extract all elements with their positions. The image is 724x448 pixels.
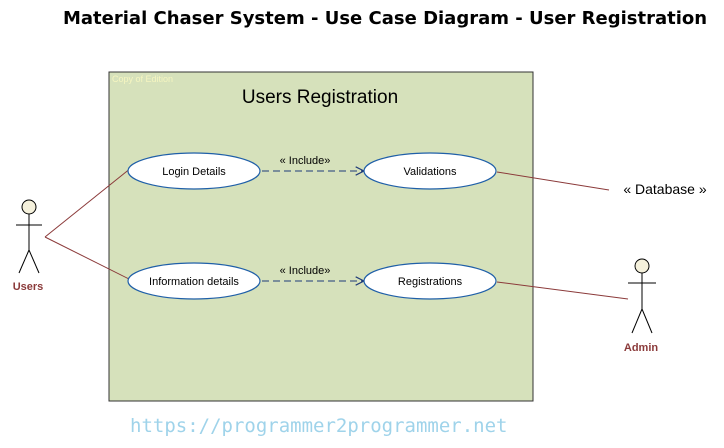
use-case-label: Login Details <box>162 166 226 178</box>
association-registrations-admin <box>496 281 629 300</box>
stick-figure-icon <box>628 258 656 334</box>
actor-users[interactable]: Users <box>13 199 44 293</box>
include-label-2: « Include» <box>280 265 331 277</box>
footer-url[interactable]: https://programmer2programmer.net <box>130 415 508 437</box>
system-boundary <box>108 71 534 402</box>
include-label-1: « Include» <box>280 155 331 167</box>
association-validations-database <box>496 171 610 191</box>
actor-label-users: Users <box>13 281 44 293</box>
association-users-login <box>44 167 132 238</box>
actor-admin[interactable]: Admin <box>624 258 659 354</box>
database-label[interactable]: « Database » <box>623 181 706 197</box>
actor-label-admin: Admin <box>624 342 659 354</box>
association-users-info <box>44 236 132 281</box>
use-case-information-details[interactable]: Information details <box>127 262 261 300</box>
use-case-label: Registrations <box>398 276 463 288</box>
boundary-title: Users Registration <box>242 87 398 108</box>
use-case-registrations[interactable]: Registrations <box>363 262 497 300</box>
stick-figure-icon <box>16 199 42 274</box>
use-case-label: Information details <box>149 276 239 288</box>
use-case-validations[interactable]: Validations <box>363 152 497 190</box>
boundary-watermark: Copy of Edition <box>112 74 173 84</box>
page-title: Material Chaser System - Use Case Diagra… <box>63 8 708 29</box>
use-case-label: Validations <box>404 166 457 178</box>
use-case-login-details[interactable]: Login Details <box>127 152 261 190</box>
